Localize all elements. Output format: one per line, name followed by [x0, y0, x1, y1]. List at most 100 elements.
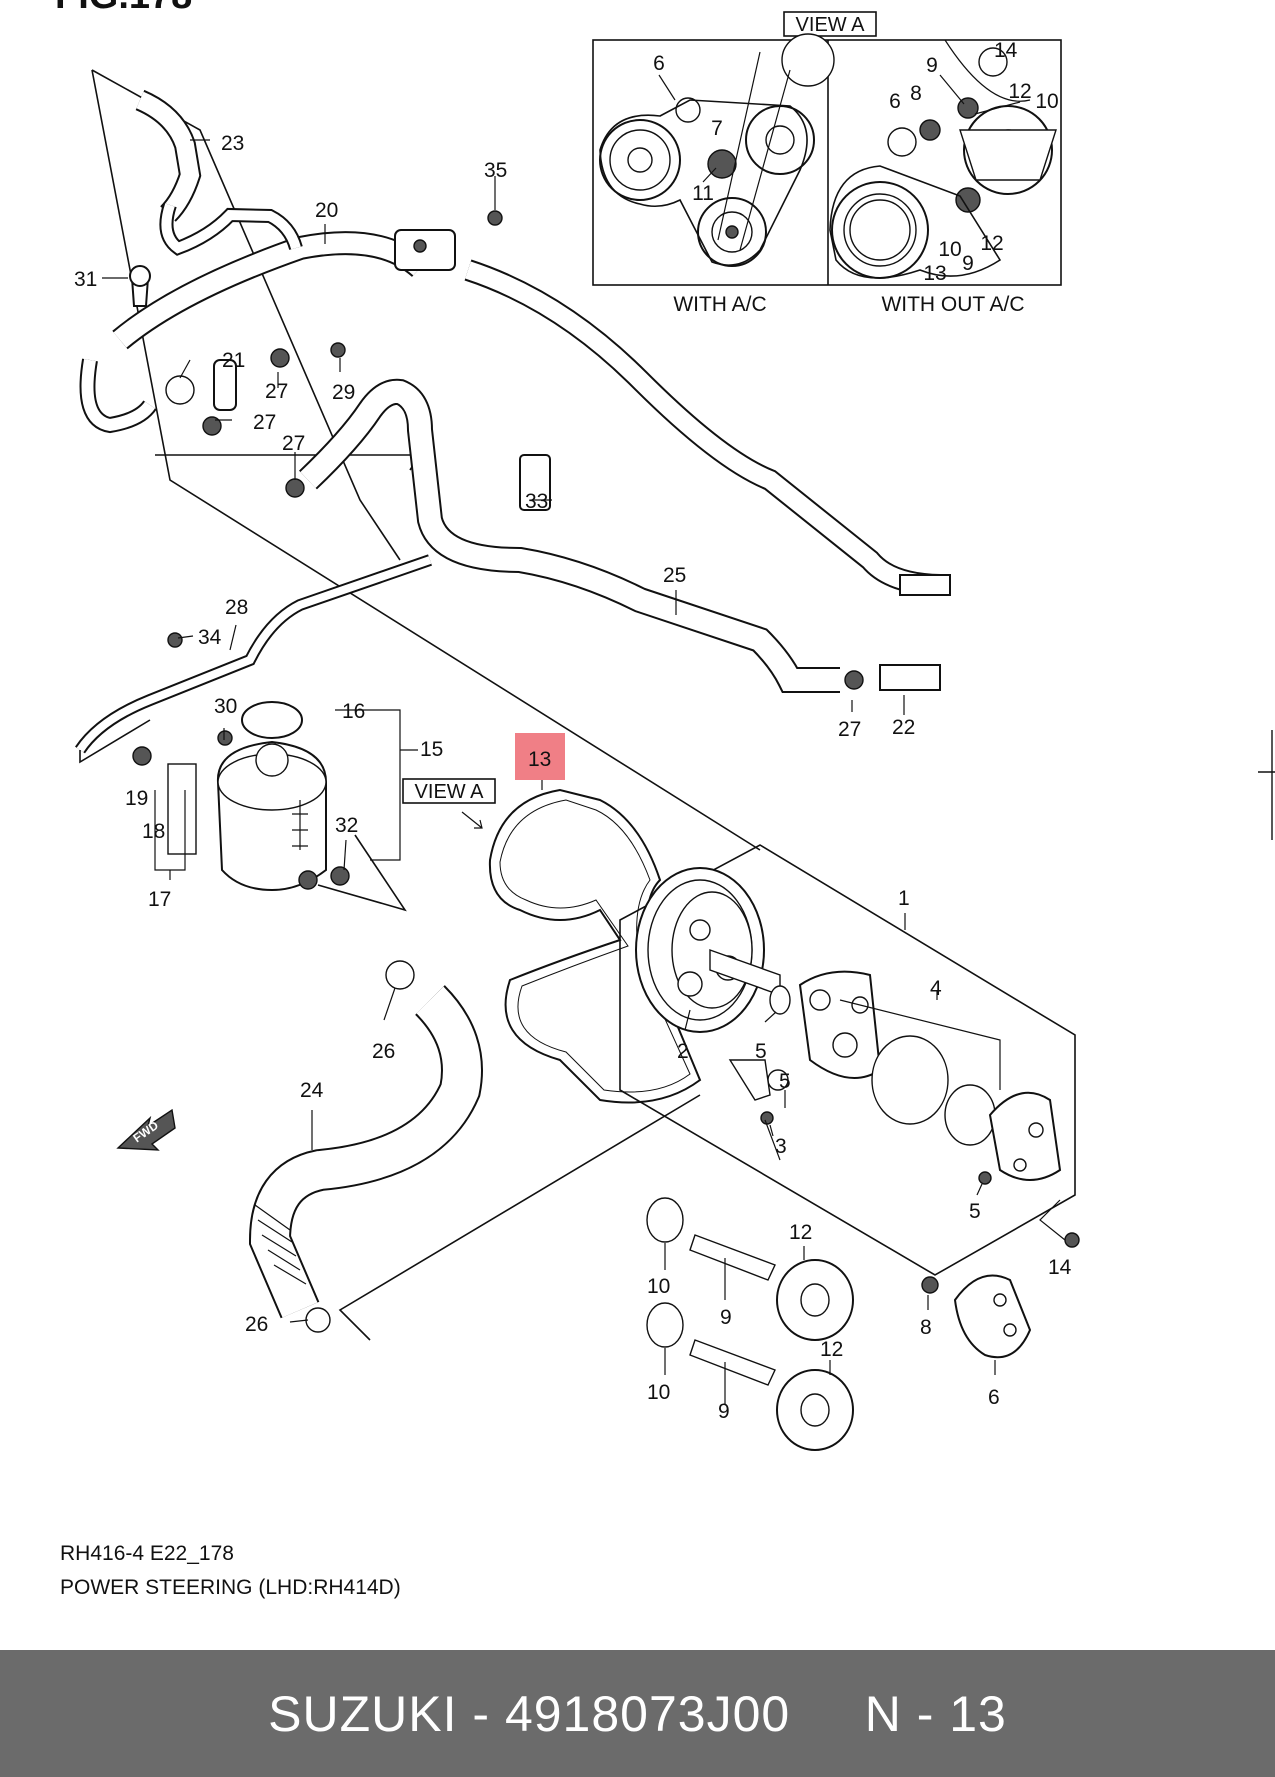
callout-9: 9 — [720, 1306, 732, 1329]
view-a-inset: VIEW A 6 7 11 — [592, 11, 1062, 316]
cap-16 — [241, 701, 303, 739]
reservoir-15 — [167, 701, 407, 912]
svg-text:12: 12 — [980, 232, 1003, 255]
bolt-30 — [217, 730, 233, 746]
tensioner-parts — [646, 1197, 1032, 1451]
footer-bar: SUZUKI - 4918073J00 N - 13 — [0, 1650, 1275, 1777]
without-ac-caption: WITH OUT A/C — [881, 293, 1024, 316]
with-ac-belt — [599, 33, 835, 267]
washer-10b — [646, 1302, 684, 1348]
diagram-title: POWER STEERING (LHD:RH414D) — [60, 1576, 401, 1599]
svg-text:6: 6 — [653, 52, 665, 75]
bolt-35 — [487, 210, 503, 226]
svg-text:11: 11 — [692, 182, 714, 205]
view-a-frame — [592, 39, 1062, 286]
footer-brand: SUZUKI — [268, 1685, 458, 1742]
callout-12: 12 — [820, 1338, 843, 1361]
callout-18: 18 — [142, 820, 165, 843]
callout-27: 27 — [253, 411, 276, 434]
tensioner-6 — [953, 1274, 1032, 1359]
seal-5 — [769, 985, 791, 1015]
callout-28: 28 — [225, 596, 248, 619]
svg-text:9: 9 — [962, 252, 974, 275]
bracket-18 — [167, 763, 197, 855]
callout-17: 17 — [148, 888, 171, 911]
callout-13: 13 — [528, 748, 551, 771]
svg-text:10: 10 — [938, 238, 961, 261]
fwd-arrow: FWD — [116, 1108, 176, 1151]
callout-27: 27 — [838, 718, 861, 741]
svg-text:12: 12 — [1008, 80, 1031, 103]
belt-13 — [488, 788, 702, 1104]
svg-text:14: 14 — [994, 39, 1018, 62]
bolt-14 — [1064, 1232, 1080, 1248]
parts-diagram: FIG.178 VIEW A 6 7 11 — [55, 0, 1275, 1451]
hose-21 — [213, 359, 237, 411]
footer-text: SUZUKI - 4918073J00 N - 13 — [268, 1685, 1007, 1742]
bolt-9b — [689, 1339, 776, 1386]
callout-5: 5 — [779, 1070, 791, 1093]
view-a-pointer: VIEW A — [415, 781, 485, 803]
view-a-pointer-box — [402, 778, 496, 804]
callout-25: 25 — [663, 564, 686, 587]
without-ac-belt — [829, 39, 1057, 279]
clamp-26 — [385, 960, 415, 990]
callout-31: 31 — [74, 268, 97, 291]
callout-35: 35 — [484, 159, 507, 182]
callout-10: 10 — [647, 1381, 670, 1404]
svg-text:7: 7 — [711, 117, 723, 140]
view-a-title-box — [783, 11, 877, 37]
callout-4: 4 — [930, 977, 942, 1000]
callout-26: 26 — [245, 1313, 268, 1336]
leader-lines — [102, 139, 1066, 1405]
bolt-29 — [330, 342, 346, 358]
callout-15: 15 — [420, 738, 443, 761]
callout-8: 8 — [920, 1316, 932, 1339]
callout-22: 22 — [892, 716, 915, 739]
footer-part-number: 4918073J00 — [504, 1685, 791, 1742]
callout-27: 27 — [265, 380, 288, 403]
bolt-9a — [689, 1234, 776, 1281]
callout-16: 16 — [342, 700, 365, 723]
svg-text:9: 9 — [926, 54, 938, 77]
svg-text:10: 10 — [1035, 90, 1058, 113]
diagram-reference-code: RH416-4 E22_178 — [60, 1542, 234, 1565]
callout-labels: 23 20 35 31 21 27 29 27 27 33 25 28 34 3… — [74, 132, 1072, 1423]
svg-text:6: 6 — [889, 90, 901, 113]
washer-10a — [646, 1197, 684, 1243]
callout-3: 3 — [775, 1135, 787, 1158]
callout-23: 23 — [221, 132, 244, 155]
svg-text:8: 8 — [910, 82, 922, 105]
svg-text:13: 13 — [923, 262, 946, 285]
callout-32: 32 — [335, 814, 358, 837]
fig-label: FIG.178 — [55, 0, 192, 17]
hose-assemblies — [75, 69, 1080, 1333]
callout-5: 5 — [755, 1040, 767, 1063]
callout-19: 19 — [125, 787, 148, 810]
callout-29: 29 — [332, 381, 355, 404]
clamp-33 — [519, 454, 551, 511]
connector-22 — [879, 664, 941, 691]
with-ac-caption: WITH A/C — [673, 293, 766, 316]
callout-21: 21 — [222, 349, 245, 372]
callout-24: 24 — [300, 1079, 324, 1102]
pump-body — [798, 970, 882, 1079]
callout-13-highlight — [515, 733, 565, 780]
clamp-32 — [330, 866, 350, 886]
callout-6: 6 — [988, 1386, 1000, 1409]
fitting-3 — [728, 1059, 771, 1101]
callout-14: 14 — [1048, 1256, 1072, 1279]
bolt-8 — [921, 1276, 939, 1294]
callout-10: 10 — [647, 1275, 670, 1298]
callout-33: 33 — [525, 490, 548, 513]
callout-12: 12 — [789, 1221, 812, 1244]
callout-30: 30 — [214, 695, 237, 718]
callout-27: 27 — [282, 432, 305, 455]
cartridge-4 — [871, 1035, 949, 1125]
footer-position: N - 13 — [864, 1685, 1007, 1742]
bolt-34 — [167, 632, 183, 648]
callout-5: 5 — [969, 1200, 981, 1223]
callout-34: 34 — [198, 626, 222, 649]
callout-26: 26 — [372, 1040, 395, 1063]
callout-1: 1 — [898, 887, 910, 910]
